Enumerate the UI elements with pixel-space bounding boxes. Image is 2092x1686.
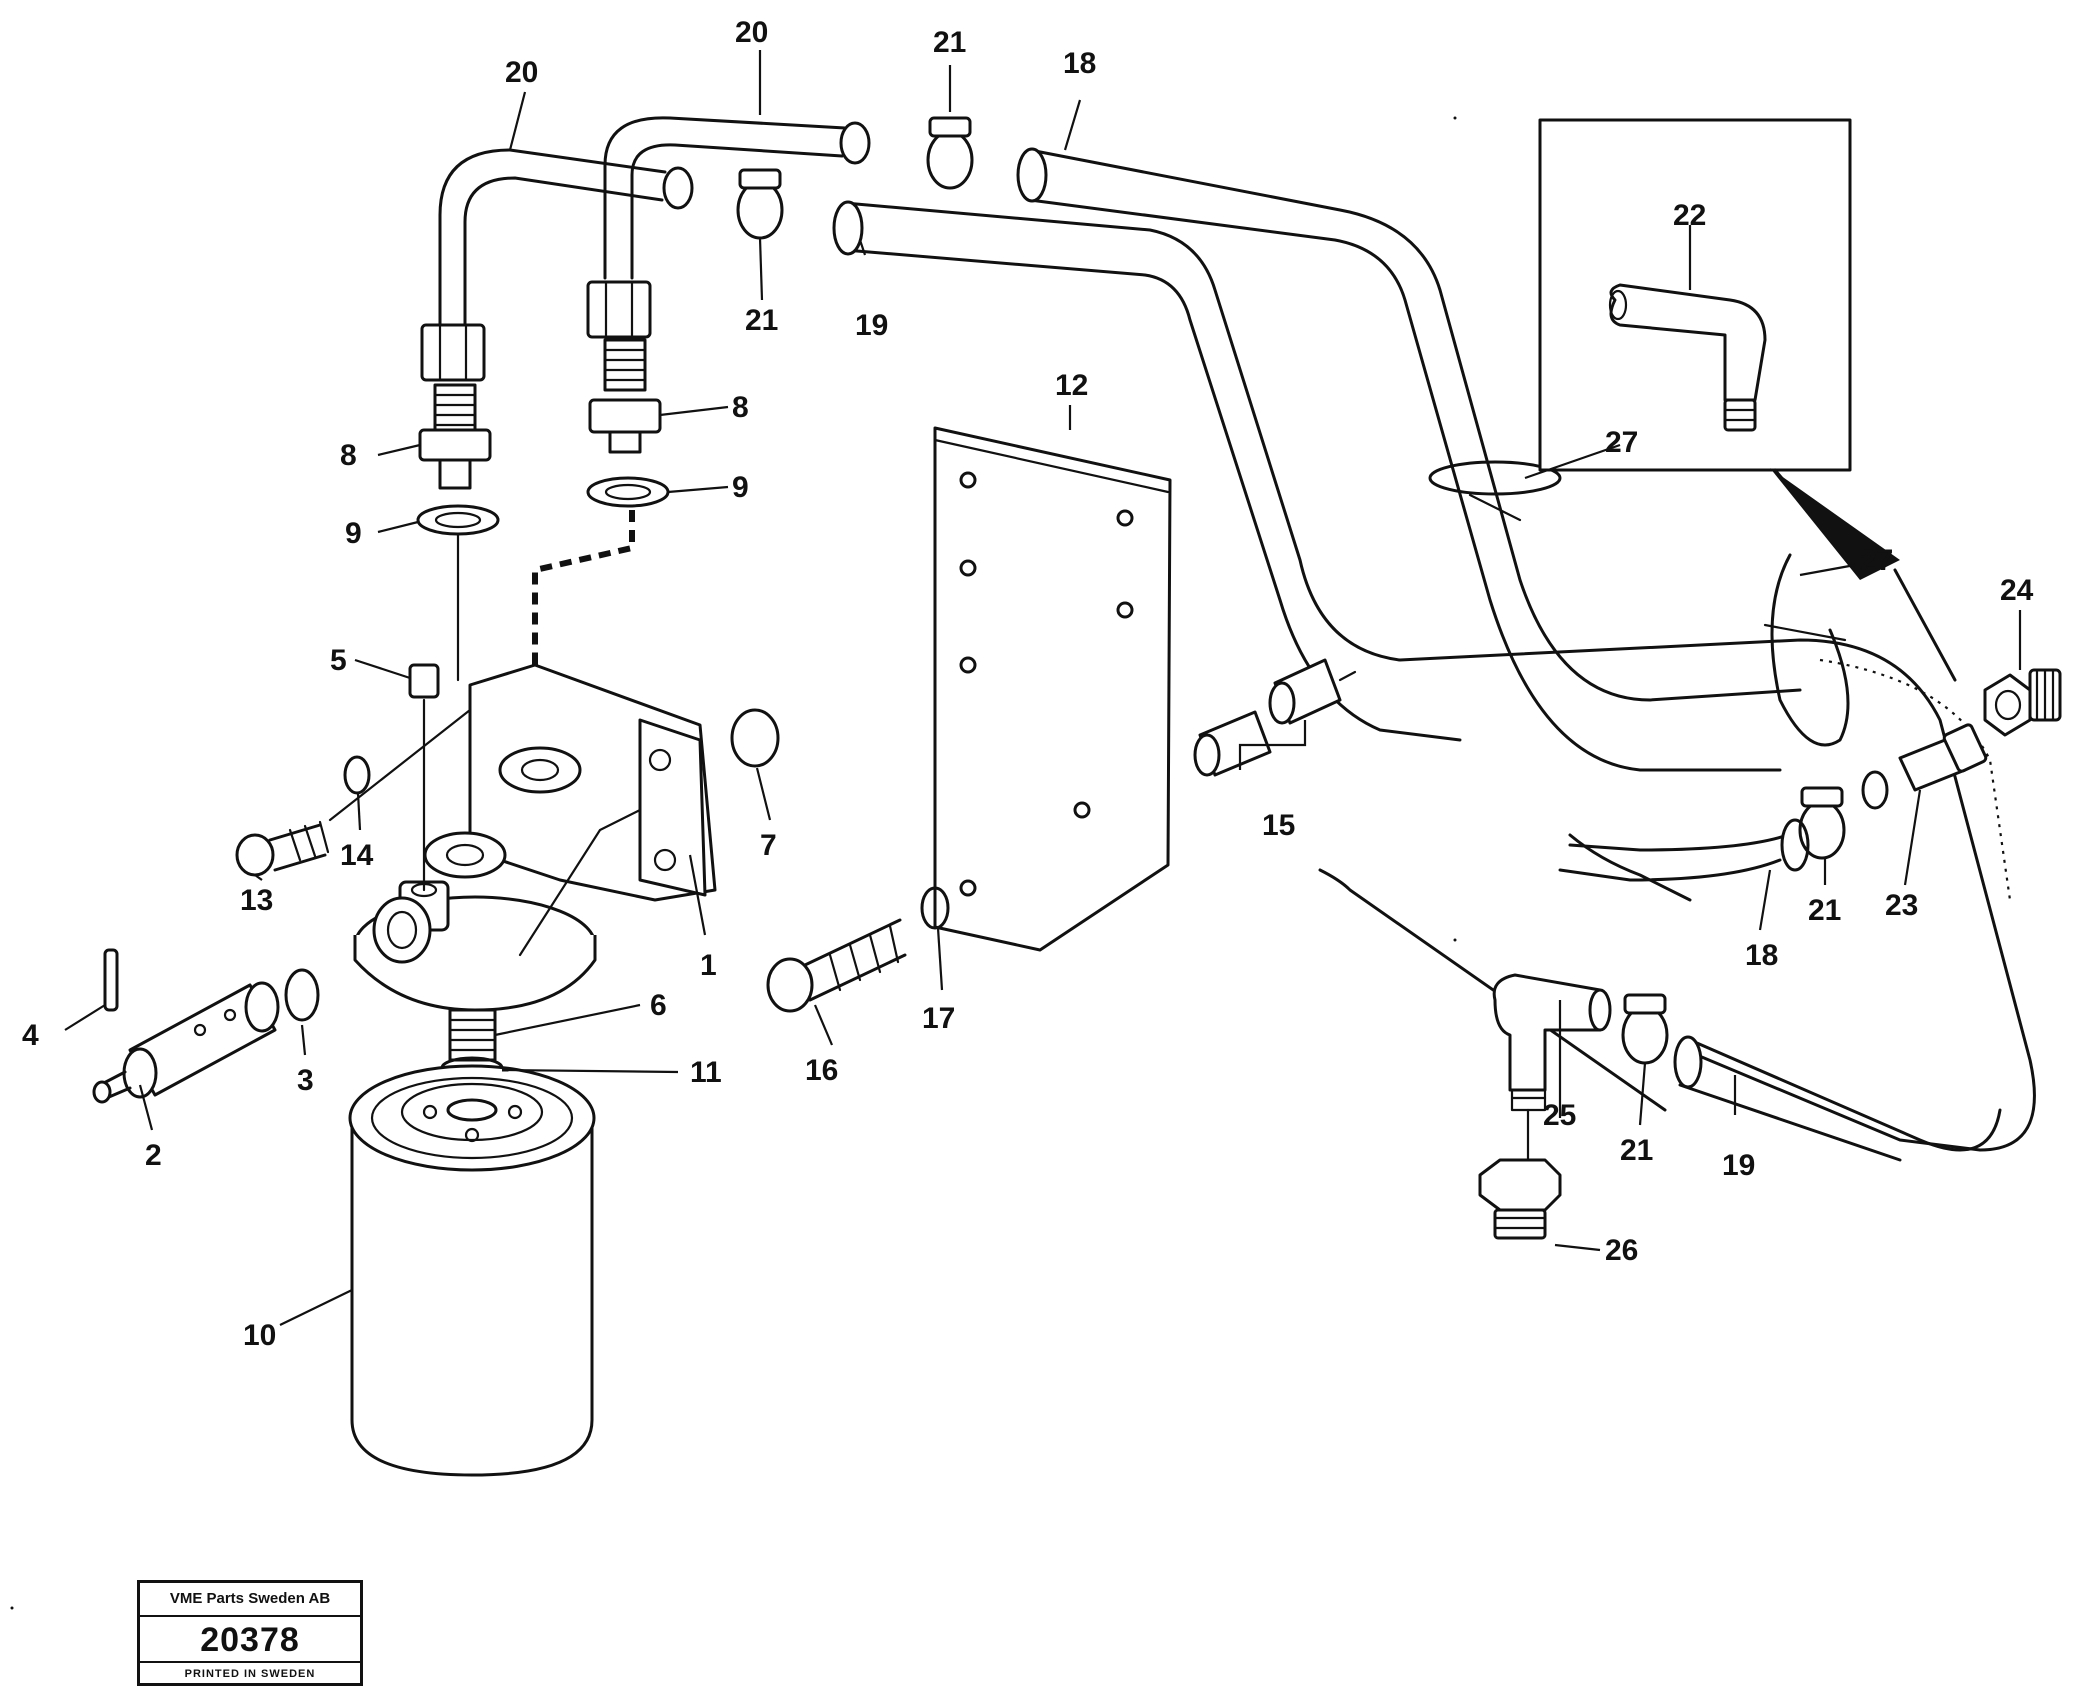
hose-18-end <box>1016 147 1048 203</box>
stamp-drawing-number: 20378 <box>200 1621 300 1659</box>
hose-clamp-21-d <box>1621 993 1669 1065</box>
callout-4: 4 <box>22 1019 39 1052</box>
adapter-8-right <box>588 338 662 454</box>
callout-8-left: 8 <box>340 439 357 472</box>
valve-2 <box>92 981 280 1104</box>
callout-12: 12 <box>1055 369 1088 402</box>
union-nut-left <box>420 323 486 382</box>
callout-5: 5 <box>330 644 347 677</box>
hose-clamp-21-b <box>736 168 784 240</box>
washer-9-right <box>586 476 670 508</box>
callout-21-bottom: 21 <box>1620 1134 1653 1167</box>
washer-17 <box>920 886 950 930</box>
spacer-15-b <box>1268 658 1357 725</box>
callout-11: 11 <box>690 1056 722 1089</box>
callout-17: 17 <box>922 1002 955 1035</box>
hose-18 <box>1028 148 1802 772</box>
pipe-20-right-end <box>839 121 871 165</box>
washer-9-left <box>416 504 500 536</box>
callout-27-right: 27 <box>1860 544 1893 577</box>
callout-6: 6 <box>650 989 667 1022</box>
stamp-printed: PRINTED IN SWEDEN <box>140 1661 360 1685</box>
spacer-15-a <box>1193 710 1272 777</box>
cable-tie-27-a <box>1428 460 1562 522</box>
callout-8-right: 8 <box>732 391 749 424</box>
callout-18-top: 18 <box>1063 47 1096 80</box>
callout-21-mid: 21 <box>745 304 778 337</box>
callout-21-top: 21 <box>933 26 966 59</box>
callout-2: 2 <box>145 1139 162 1172</box>
nipple-23 <box>1861 723 1988 810</box>
callout-15: 15 <box>1262 809 1295 842</box>
seal-3 <box>284 968 320 1022</box>
callout-labels: 1 2 3 4 5 6 7 8 8 9 9 10 11 12 13 14 15 … <box>22 16 2034 1352</box>
callout-3: 3 <box>297 1064 314 1097</box>
speck <box>1453 116 1457 120</box>
filter-head-1 <box>353 663 717 1012</box>
hose-19-lower <box>1673 1035 2002 1162</box>
callout-7: 7 <box>760 829 777 862</box>
adapter-8-left <box>418 383 492 490</box>
title-stamp: VME Parts Sweden AB 20378 PRINTED IN SWE… <box>137 1580 363 1686</box>
callout-10: 10 <box>243 1319 276 1352</box>
detail-pointer-arrow <box>1770 468 1900 580</box>
adapter-26 <box>1478 1158 1562 1240</box>
callout-20-right: 20 <box>735 16 768 49</box>
hose-clamp-21-a <box>926 116 974 190</box>
adapter-24 <box>1983 668 2062 737</box>
screw-5 <box>408 663 440 892</box>
callout-16: 16 <box>805 1054 838 1087</box>
union-nut-right <box>586 280 652 339</box>
bracket-plate-12 <box>933 426 1172 952</box>
callout-26: 26 <box>1605 1234 1638 1267</box>
callout-13: 13 <box>240 884 273 917</box>
callout-25: 25 <box>1543 1099 1576 1132</box>
cable-tie-27-b <box>1763 553 1850 747</box>
assembly-line-right <box>532 510 635 720</box>
pipe-20-right <box>603 116 847 280</box>
washer-14 <box>343 755 371 795</box>
detail-inset <box>1538 118 1852 472</box>
elbow-25 <box>1492 973 1612 1182</box>
callout-27-top: 27 <box>1605 426 1638 459</box>
callout-14: 14 <box>340 839 374 872</box>
bolt-16 <box>766 918 907 1013</box>
callout-19-top: 19 <box>855 309 888 342</box>
callout-23: 23 <box>1885 889 1918 922</box>
nipple-6 <box>448 1008 497 1062</box>
pipe-20-left <box>438 148 667 332</box>
oil-filter-10 <box>348 1064 596 1477</box>
callout-19-bottom: 19 <box>1722 1149 1755 1182</box>
callout-1: 1 <box>700 949 717 982</box>
stamp-company: VME Parts Sweden AB <box>140 1583 360 1617</box>
callout-22: 22 <box>1673 199 1706 232</box>
callout-20-left: 20 <box>505 56 538 89</box>
o-ring-7 <box>730 708 780 768</box>
callout-18-bottom: 18 <box>1745 939 1778 972</box>
hose-clamp-21-c <box>1798 786 1846 860</box>
speck <box>1453 938 1457 942</box>
pipe-20-left-end <box>662 166 694 210</box>
callout-21-right: 21 <box>1808 894 1841 927</box>
hose-19 <box>843 201 2036 1152</box>
callout-24: 24 <box>2000 574 2034 607</box>
callout-9-left: 9 <box>345 517 362 550</box>
speck <box>10 1606 14 1610</box>
leader-lines <box>64 50 2022 1326</box>
pin-4 <box>103 948 119 1012</box>
callout-9-right: 9 <box>732 471 749 504</box>
hose-19-end <box>832 200 864 256</box>
